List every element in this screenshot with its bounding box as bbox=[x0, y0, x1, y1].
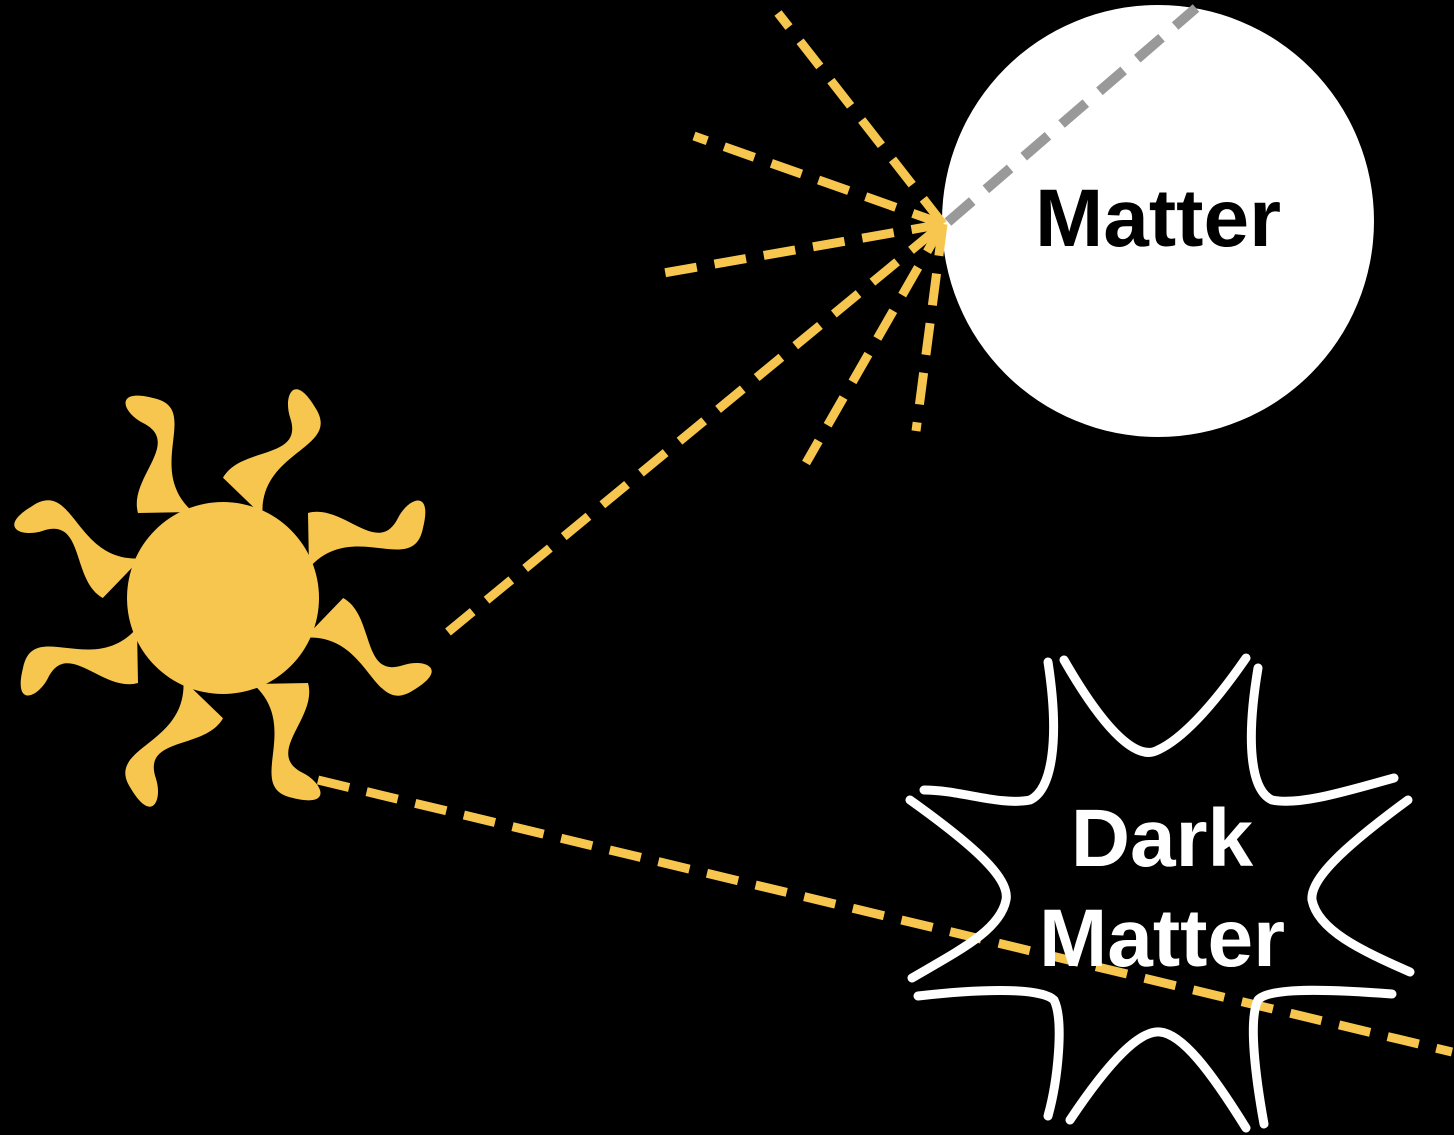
scattered-rays bbox=[658, 13, 943, 463]
scattered-ray bbox=[916, 224, 943, 431]
scattered-ray bbox=[806, 224, 943, 463]
dark-matter-label-line2: Matter bbox=[1039, 893, 1285, 984]
scattered-ray bbox=[658, 224, 943, 274]
incident-ray bbox=[448, 224, 943, 632]
matter-label: Matter bbox=[1035, 173, 1281, 264]
sun-icon bbox=[11, 386, 435, 810]
dark-matter-label-line1: Dark bbox=[1071, 793, 1254, 884]
scattered-ray bbox=[778, 13, 943, 224]
